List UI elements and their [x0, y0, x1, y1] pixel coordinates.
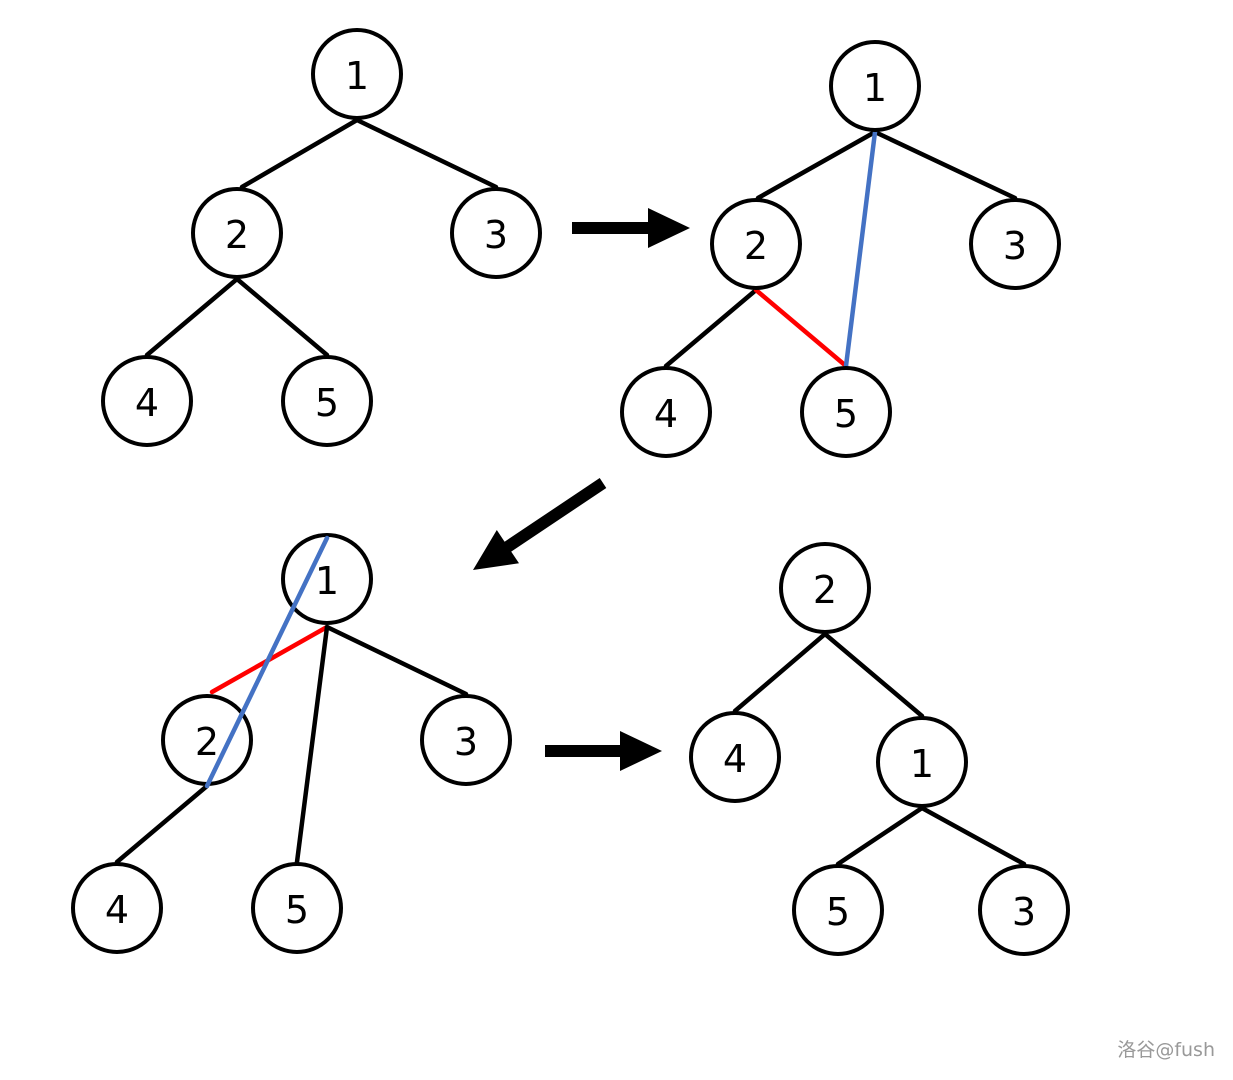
- step-1-node-3: 3: [450, 187, 542, 279]
- step-2-node-circle-5: [800, 366, 892, 458]
- step-2-edge-n1-n5-blue: [843, 129, 878, 369]
- step-4-node-circle-4: [689, 711, 781, 803]
- step-4-edge-n2-n1-black: [822, 631, 925, 719]
- step-1-node-2: 2: [191, 187, 283, 279]
- step-3-edge-n1-n3-black: [324, 624, 469, 697]
- step-4-node-label-2: 2: [813, 568, 837, 612]
- step-1-node-label-5: 5: [315, 381, 339, 425]
- step-3-edge-n1-n2-blue: [204, 535, 330, 789]
- step-3-edge-n1-n5-black: [294, 624, 330, 865]
- step-3-node-label-2: 2: [195, 720, 219, 764]
- arrow-right-icon-step-1-to-step-2: [572, 208, 690, 248]
- step-4-node-circle-2: [779, 542, 871, 634]
- step-2-edge-n1-n2-black: [755, 129, 878, 201]
- arrows-layer: [204, 208, 690, 789]
- step-4-edge-n1-n3-black: [919, 805, 1027, 867]
- step-4-node-5: 5: [792, 864, 884, 956]
- step-4-node-label-1: 1: [910, 742, 934, 786]
- step-4-node-label-4: 4: [723, 737, 747, 781]
- step-2-node-5: 5: [800, 366, 892, 458]
- watermark-text: 洛谷@fush: [1117, 1039, 1215, 1061]
- step-4-node-circle-5: [792, 864, 884, 956]
- edges-layer: [114, 117, 1027, 867]
- step-1-node-4: 4: [101, 355, 193, 447]
- step-2-node-label-2: 2: [744, 224, 768, 268]
- step-1-node-circle-5: [281, 355, 373, 447]
- nodes-layer: 1 2 3 4 5 1 2 3 4 5 1 2 3 4 5 2 4 1 5 3: [71, 28, 1070, 956]
- step-1-node-circle-4: [101, 355, 193, 447]
- step-1-node-circle-2: [191, 187, 283, 279]
- step-2-node-3: 3: [969, 198, 1061, 290]
- step-1-node-label-1: 1: [345, 54, 369, 98]
- step-3-node-label-4: 4: [105, 888, 129, 932]
- step-2-node-label-1: 1: [863, 66, 887, 110]
- step-2-edge-n1-n3-black: [872, 129, 1018, 201]
- step-2-node-2: 2: [710, 198, 802, 290]
- step-2-node-label-4: 4: [654, 392, 678, 436]
- step-3-node-label-5: 5: [285, 888, 309, 932]
- step-4-node-circle-3: [978, 864, 1070, 956]
- step-3-node-circle-4: [71, 862, 163, 954]
- step-1-node-label-2: 2: [225, 213, 249, 257]
- step-4-edge-n2-n4-black: [732, 631, 828, 714]
- step-1-node-label-4: 4: [135, 381, 159, 425]
- step-1-edge-n2-n5-black: [234, 276, 330, 358]
- step-2-node-1: 1: [829, 40, 921, 132]
- step-3-edge-n2-n4-black: [114, 783, 210, 865]
- step-4-edge-n1-n5-black: [835, 805, 925, 867]
- step-3-node-4: 4: [71, 862, 163, 954]
- step-4-node-circle-1: [876, 716, 968, 808]
- step-1-node-1: 1: [311, 28, 403, 120]
- step-4-node-3: 3: [978, 864, 1070, 956]
- step-2-node-circle-4: [620, 366, 712, 458]
- step-3-node-circle-5: [251, 862, 343, 954]
- step-2-edge-n2-n4-black: [663, 287, 759, 369]
- step-1-edge-n2-n4-black: [144, 276, 240, 358]
- step-3-node-label-1: 1: [315, 559, 339, 603]
- step-2-node-label-3: 3: [1003, 224, 1027, 268]
- step-2-node-4: 4: [620, 366, 712, 458]
- step-1-edge-n1-n3-black: [354, 117, 499, 190]
- step-1-node-circle-1: [311, 28, 403, 120]
- step-3-node-2: 2: [161, 694, 253, 786]
- step-3-node-5: 5: [251, 862, 343, 954]
- step-4-node-label-3: 3: [1012, 890, 1036, 934]
- step-2-edge-n2-n5-red: [753, 287, 849, 369]
- arrow-down-left-icon-step-2-to-step-3: [473, 478, 607, 570]
- step-3-node-circle-3: [420, 694, 512, 786]
- step-1-node-circle-3: [450, 187, 542, 279]
- arrow-right-icon-step-3-to-step-4: [545, 731, 662, 771]
- step-3-node-3: 3: [420, 694, 512, 786]
- step-4-node-label-5: 5: [826, 890, 850, 934]
- step-4-node-1: 1: [876, 716, 968, 808]
- step-1-node-5: 5: [281, 355, 373, 447]
- step-2-node-label-5: 5: [834, 392, 858, 436]
- step-2-node-circle-3: [969, 198, 1061, 290]
- step-4-node-2: 2: [779, 542, 871, 634]
- step-2-node-circle-2: [710, 198, 802, 290]
- step-3-node-circle-1: [281, 533, 373, 625]
- step-4-node-4: 4: [689, 711, 781, 803]
- step-2-node-circle-1: [829, 40, 921, 132]
- step-3-node-1: 1: [281, 533, 373, 625]
- step-1-node-label-3: 3: [484, 213, 508, 257]
- step-3-node-label-3: 3: [454, 720, 478, 764]
- step-1-edge-n1-n2-black: [239, 117, 360, 190]
